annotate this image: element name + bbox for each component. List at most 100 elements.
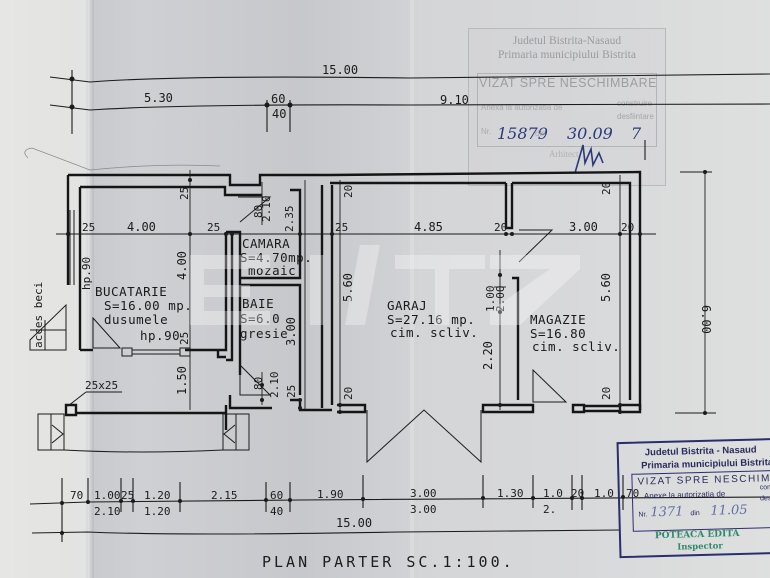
dim-door: 2.10 [260,196,273,223]
stamp-nr-label: Nr. [638,511,648,519]
room-area-garaj: S=27.16 mp. [387,312,475,327]
stamp-nr-label: Nr. [481,127,492,136]
dim-wall: 25 [82,221,95,234]
stamp-nr-value: 1371 [650,504,684,521]
paper-fold [410,0,414,578]
dim-door: 2.10 [268,372,281,399]
dim-room-width: 4.85 [414,220,443,234]
approval-stamp-bottom: Judetul Bistrita - Nasaud Primaria munic… [616,437,770,559]
column-size-label: 25x25 [85,379,118,392]
room-name-camara: CAMARA [242,236,290,251]
dim-bottom: 1.20 [144,505,171,518]
stamp-vizat: VIZAT SPRE NESCHIMBARE [479,76,657,90]
room-area-camara: S=4.70mp. [240,250,312,265]
stamp-inner-box [477,73,657,147]
room-finish-bucatarie: dusumele [104,312,168,327]
dim-window: hp.90 [80,257,93,290]
dim-vertical: 4.00 [175,251,189,280]
dim-vertical: 1.50 [175,366,189,395]
dim-door: 2.35 [283,206,296,233]
dim-wall: 20 [600,387,613,400]
stamp-desfiintare: desfiint [759,494,770,503]
dim-top-segment: 40 [272,107,286,121]
stamp-inspector-name: POTEACA EDITA [654,528,740,542]
dim-wall: 25 [207,221,220,234]
dim-top-segment: 5.30 [144,91,173,105]
stamp-year-mark: 7 [631,124,642,143]
drawing-title-name: PLAN PARTER [262,553,395,571]
room-name-bucatarie: BUCATARIE [95,284,167,299]
room-finish-magazie: cim. scliv. [532,339,620,354]
room-name-garaj: GARAJ [387,298,427,313]
room-finish-baie: gresie [240,326,288,341]
dim-bottom: 2.10 [94,505,121,518]
dim-vertical: 5.60 [341,273,355,302]
dim-wall: 20 [494,221,507,234]
room-name-baie: BAIE [242,296,274,311]
room-finish-garaj: cim. scliv. [390,325,478,340]
dim-vertical: 3.00 [284,317,298,346]
dim-bottom: 70 [626,487,639,500]
dim-partition: 1.00 [484,286,497,313]
stamp-anexa: Anexa la autorizatia de [481,103,563,112]
dim-overall-height: 6.00 [699,305,713,334]
room-finish-camara: mozaic [248,263,296,278]
dim-bottom: 20 [571,487,584,500]
dim-partition: 2.00 [494,286,507,313]
dim-room-width: 4.00 [127,220,156,234]
dim-wall: 20 [342,185,355,198]
dim-door: 80 [252,205,265,218]
drawing-title: PLAN PARTER SC.1:100. [262,553,515,571]
room-area-bucatarie: S=16.00 mp. [104,298,192,313]
dim-bottom: 1.0 [543,487,563,500]
room-area-baie: S=6.0 [240,311,280,326]
dim-bottom: 25 [121,489,134,502]
stamp-construire: constr [759,483,770,492]
dim-wall: 20 [600,182,613,195]
room-name-magazie: MAGAZIE [530,312,586,327]
stamp-din-label: din [690,510,700,518]
room-area-magazie: S=16.80 [530,326,586,341]
dim-overall-top: 15.00 [322,63,358,77]
paper-fold [88,0,94,578]
stamp-county: Judetul Bistrita-Nasaud [512,35,622,47]
stamp-construire: construire [617,99,653,108]
dim-wall: 20 [342,387,355,400]
dim-vertical: 25 [178,332,191,345]
stamp-city-hall: Primaria municipiului Bistrita [498,49,636,61]
stamp-county: Judetul Bistrita - Nasaud [644,444,757,459]
dim-door: 80 [252,377,265,390]
dim-bottom: 1.0 [594,487,614,500]
dim-bottom: 3.00 [410,503,437,516]
dim-bottom: 40 [270,505,283,518]
access-label: acces beci [32,282,45,348]
stamp-date-value: 30.09 [567,124,613,143]
stamp-inspector-role: Inspector [677,541,723,553]
dim-bottom: 70 [70,489,83,502]
dim-partition: 2.20 [481,341,495,370]
dim-top-segment: 9.10 [440,93,469,107]
drawing-scale: SC.1:100. [406,553,515,571]
approval-stamp-top: Judetul Bistrita-Nasaud Primaria municip… [468,28,666,186]
dim-bottom: 1.90 [317,488,344,501]
dim-bottom: 2. [543,503,556,516]
dim-bottom: 60 [270,489,283,502]
dim-top-segment: 60 [271,92,285,106]
dim-bottom: 1.00 [94,489,121,502]
signature-icon [574,144,604,174]
stamp-arhitect: Arhitect [549,149,579,159]
dim-bottom: 1.20 [144,489,171,502]
dim-wall: 25 [285,385,298,398]
stamp-city-hall: Primaria municipiului Bistrita [640,457,770,472]
dim-vertical: 25 [178,187,191,200]
dim-vertical: 5.60 [599,273,613,302]
dim-room-width: 3.00 [569,220,598,234]
dim-wall: 25 [335,221,348,234]
dim-bottom: 2.15 [211,489,238,502]
dim-bottom: 1.30 [497,487,524,500]
window-label-bucatarie: hp.90 [140,328,180,343]
dim-wall: 20 [621,221,634,234]
